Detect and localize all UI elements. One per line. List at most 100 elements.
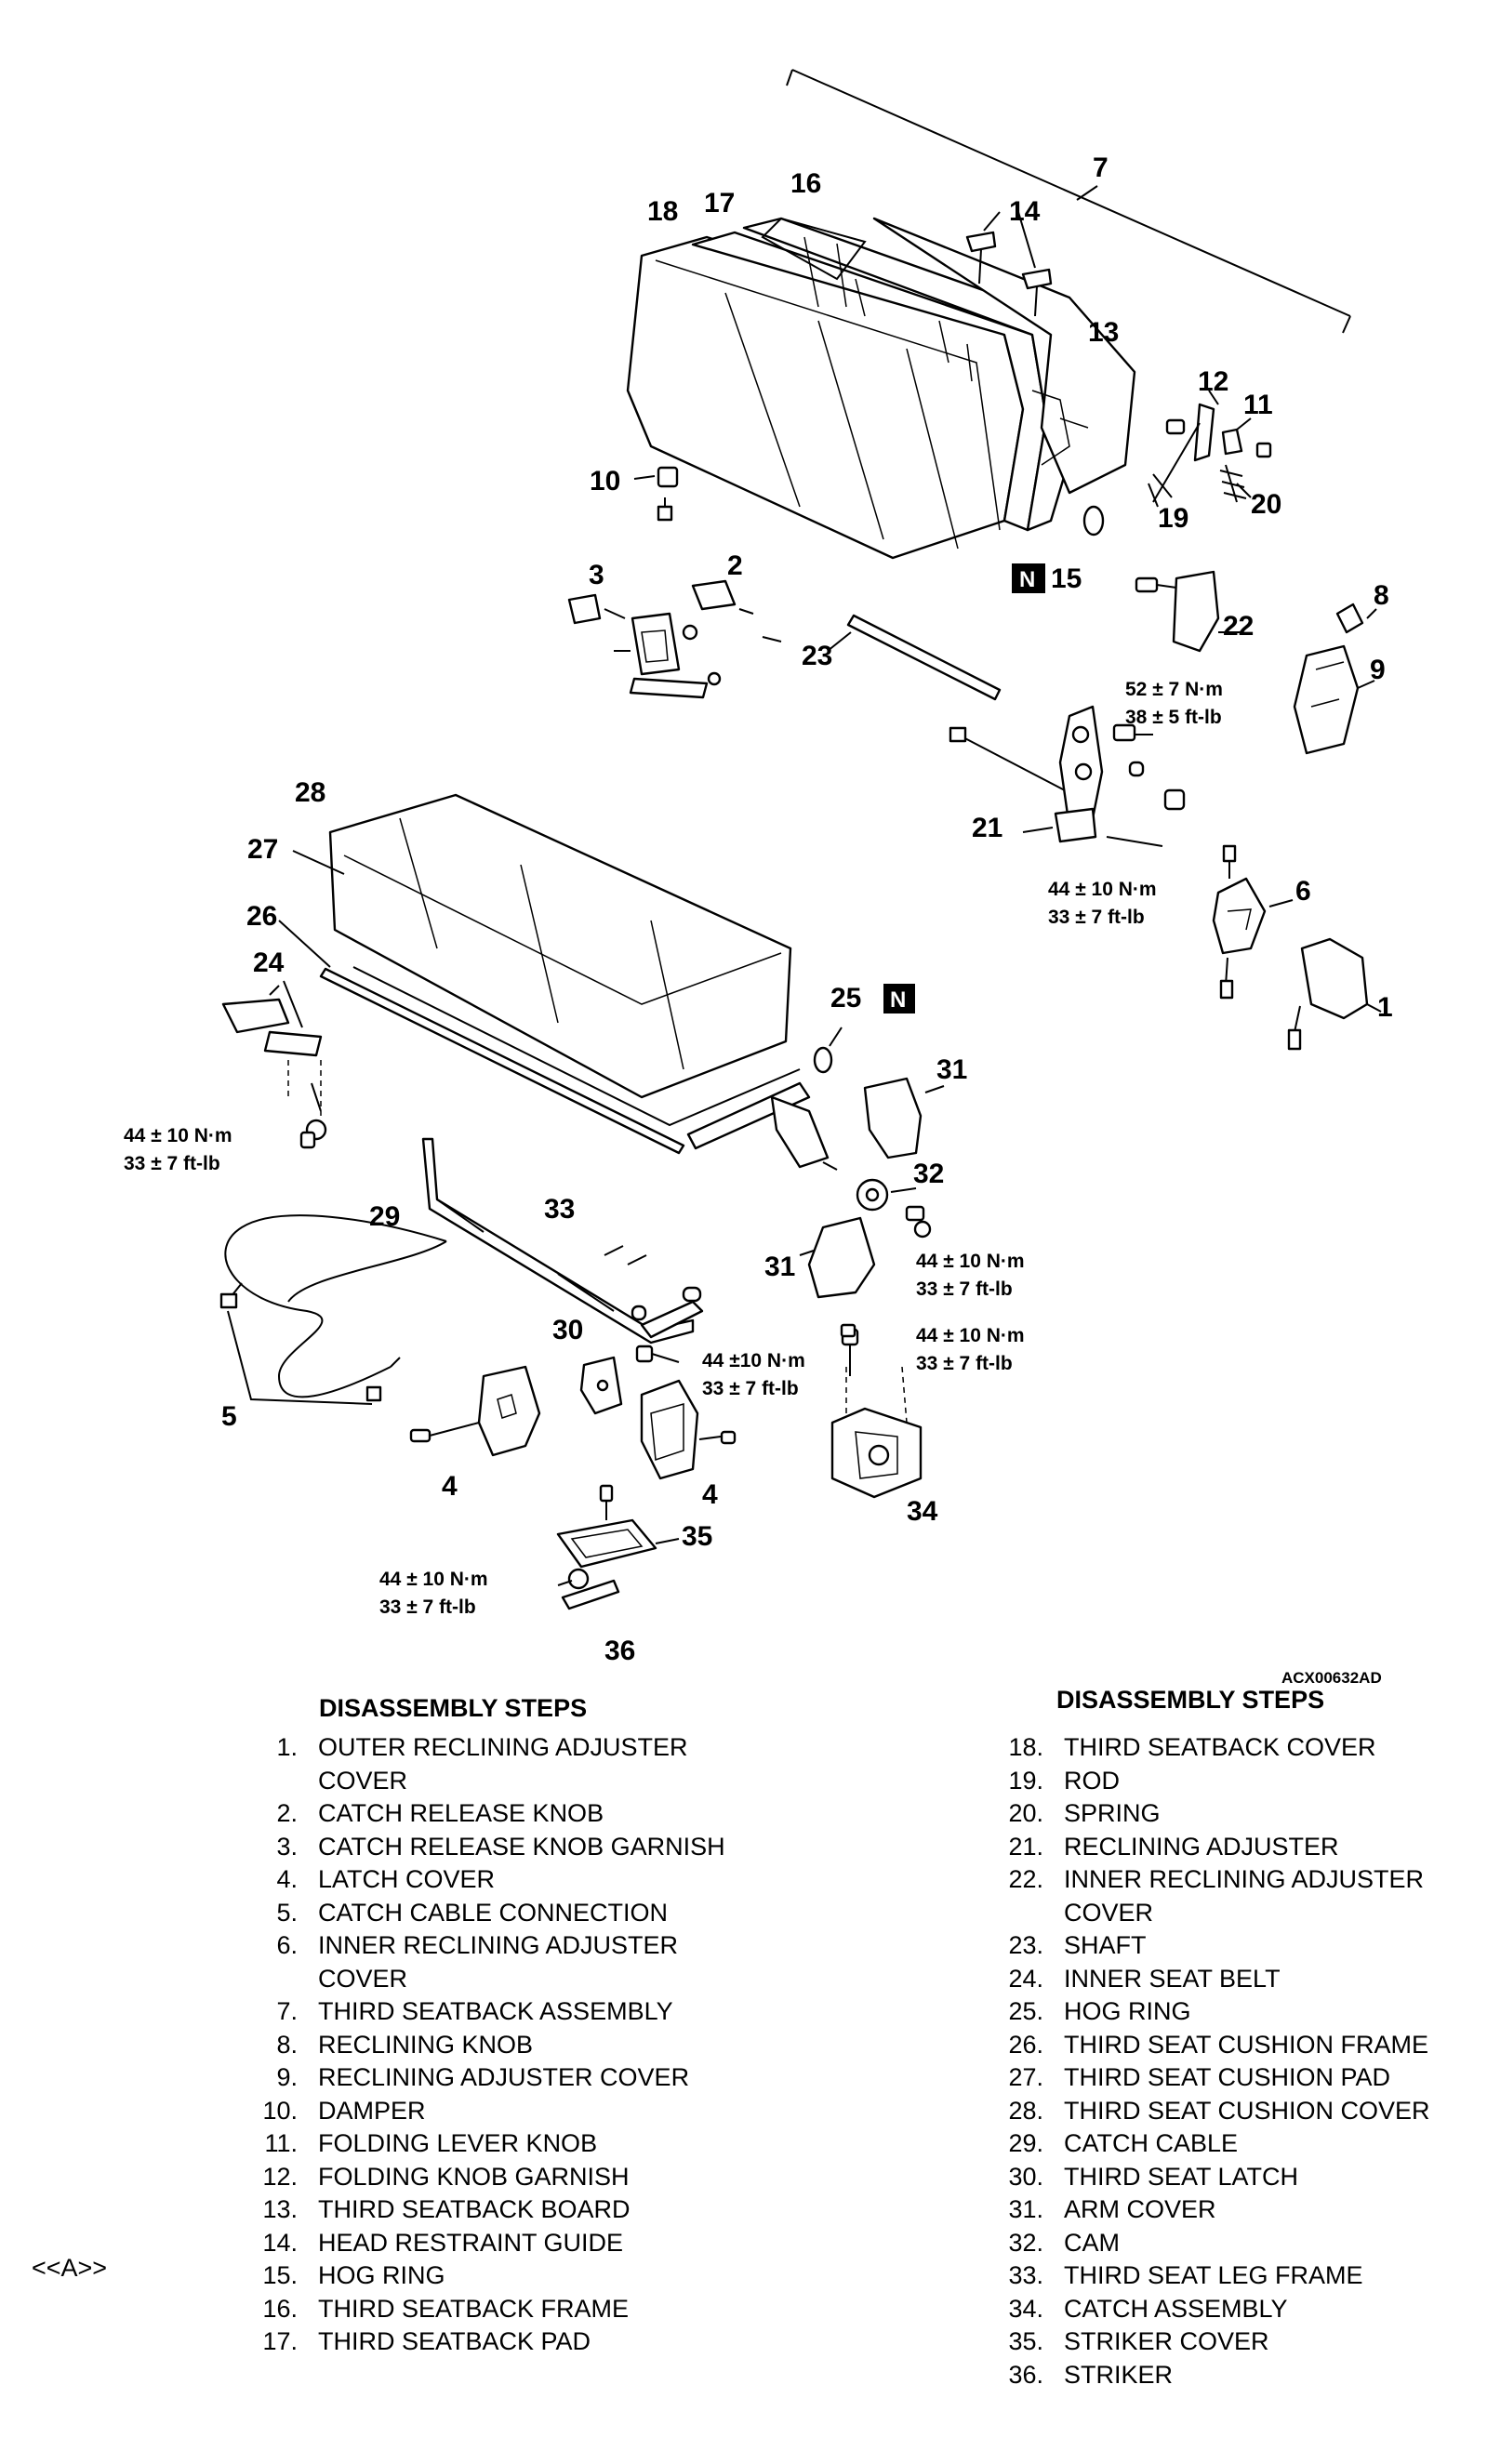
figure-code: ACX00632AD <box>1281 1669 1382 1687</box>
step-number: 8. <box>276 2030 298 2059</box>
step-number: 35. <box>1008 2327 1043 2355</box>
step-text: LATCH COVER <box>318 1865 496 1893</box>
third-seatback-board <box>872 217 1136 495</box>
disassembly-step: 6. INNER RECLINING ADJUSTER COVER <box>242 1929 763 1995</box>
step-text: STRIKER COVER <box>1064 2327 1269 2355</box>
disassembly-step: 9. RECLINING ADJUSTER COVER <box>242 2061 763 2095</box>
step-number: 23. <box>1008 1931 1043 1959</box>
disassembly-step: 31.ARM COVER <box>988 2193 1480 2227</box>
step-text: INNER RECLINING ADJUSTER COVER <box>318 1931 679 1993</box>
disassembly-step: 20.SPRING <box>988 1797 1480 1831</box>
step-number: 10. <box>262 2096 298 2125</box>
callout-12: 12 <box>1198 366 1228 397</box>
callout-9: 9 <box>1370 655 1386 685</box>
torque-5-nm: 44 ± 10 N·m <box>916 1325 1025 1346</box>
disassembly-step: 13.THIRD SEATBACK BOARD <box>242 2193 763 2227</box>
third-seatback-frame <box>761 217 973 382</box>
disassembly-step: 33.THIRD SEAT LEG FRAME <box>988 2259 1480 2293</box>
reclining-adjuster-covers <box>1135 570 1377 755</box>
third-seat-latch <box>579 1345 680 1415</box>
step-number: 32. <box>1008 2228 1043 2257</box>
latch-cover-left <box>409 1365 541 1457</box>
callout-29: 29 <box>369 1201 400 1232</box>
step-number: 34. <box>1008 2294 1043 2323</box>
callout-31-lower: 31 <box>764 1252 795 1282</box>
step-number: 21. <box>1008 1832 1043 1861</box>
step-number: 6. <box>276 1931 298 1959</box>
disassembly-step: 35. STRIKER COVER <box>988 2325 1480 2359</box>
step-number: 9. <box>276 2063 298 2091</box>
torque-7-nm: 44 ± 10 N·m <box>379 1569 488 1590</box>
step-text: RECLINING KNOB <box>318 2030 534 2059</box>
callout-30: 30 <box>552 1315 583 1345</box>
callout-4-left: 4 <box>442 1471 458 1502</box>
catch-assembly <box>830 1366 923 1499</box>
disassembly-step: 24.INNER SEAT BELT <box>988 1963 1480 1996</box>
disassembly-step: 12.FOLDING KNOB GARNISH <box>242 2161 763 2194</box>
step-text: THIRD SEAT CUSHION COVER <box>1064 2096 1430 2125</box>
disassembly-step: 17.THIRD SEATBACK PAD <box>242 2325 763 2359</box>
note-marker: <<A>> <box>32 2254 108 2282</box>
callout-34: 34 <box>907 1496 938 1527</box>
hog-ring-25: N <box>813 984 915 1074</box>
callout-32: 32 <box>913 1159 944 1189</box>
step-text: CATCH CABLE <box>1064 2129 1239 2157</box>
torque-annotations: 52 ± 7 N·m 38 ± 5 ft-lb 44 ± 10 N·m 33 ±… <box>124 679 1223 1618</box>
disassembly-step: 19.ROD <box>988 1765 1480 1798</box>
torque-1-ftlb: 38 ± 5 ft-lb <box>1125 707 1222 728</box>
step-number: 7. <box>276 1997 298 2025</box>
callout-18: 18 <box>647 196 678 227</box>
step-text: RECLINING ADJUSTER <box>1064 1832 1339 1861</box>
callout-20: 20 <box>1251 489 1281 520</box>
callout-3: 3 <box>589 560 604 590</box>
step-text: CAM <box>1064 2228 1120 2257</box>
callout-21: 21 <box>972 813 1002 843</box>
step-text: SPRING <box>1064 1799 1161 1827</box>
callout-27: 27 <box>247 834 278 865</box>
callout-11: 11 <box>1243 390 1273 420</box>
callout-8: 8 <box>1374 580 1389 611</box>
shaft <box>827 614 1002 701</box>
torque-1-nm: 52 ± 7 N·m <box>1125 679 1223 700</box>
torque-3-nm: 44 ± 10 N·m <box>124 1125 232 1146</box>
callout-2: 2 <box>727 550 743 581</box>
callout-13: 13 <box>1088 317 1119 348</box>
step-number: 30. <box>1008 2162 1043 2191</box>
new-part-mark-25: N <box>890 987 906 1013</box>
callout-14: 14 <box>1009 196 1041 227</box>
exploded-parts-diagram: N <box>124 69 1393 1687</box>
step-number: 2. <box>276 1799 298 1827</box>
striker-cover <box>556 1484 680 1569</box>
step-number: 17. <box>262 2327 298 2355</box>
callout-36: 36 <box>604 1636 635 1666</box>
step-text: THIRD SEATBACK ASSEMBLY <box>318 1997 673 2025</box>
callout-17: 17 <box>704 188 735 219</box>
torque-4-ftlb: 33 ± 7 ft-lb <box>916 1278 1013 1300</box>
head-restraint-guides <box>965 211 1053 317</box>
step-text: THIRD SEATBACK FRAME <box>318 2294 630 2323</box>
step-number: 3. <box>276 1832 298 1861</box>
step-text: ROD <box>1064 1766 1120 1795</box>
disassembly-step: 18.THIRD SEATBACK COVER <box>988 1731 1480 1765</box>
step-text: THIRD SEATBACK COVER <box>1064 1733 1376 1761</box>
step-text: INNER SEAT BELT <box>1064 1964 1281 1993</box>
callout-6: 6 <box>1295 876 1311 907</box>
step-number: 31. <box>1008 2195 1043 2223</box>
third-seat-cushion <box>278 793 838 1171</box>
disassembly-step: 4.LATCH COVER <box>242 1863 763 1897</box>
step-text: RECLINING ADJUSTER COVER <box>318 2063 690 2091</box>
callout-10: 10 <box>590 466 620 497</box>
callout-24: 24 <box>253 947 285 978</box>
damper <box>633 466 679 522</box>
disassembly-step: 21. RECLINING ADJUSTER <box>988 1831 1480 1864</box>
disassembly-step: 34.CATCH ASSEMBLY <box>988 2293 1480 2326</box>
folding-lever-parts <box>1148 390 1272 508</box>
disassembly-step: 25.HOG RING <box>988 1995 1480 2029</box>
torque-2-nm: 44 ± 10 N·m <box>1048 879 1157 900</box>
disassembly-step: 5.CATCH CABLE CONNECTION <box>242 1897 763 1930</box>
latch-cover-right <box>640 1379 737 1480</box>
step-number: 11. <box>264 2129 298 2157</box>
torque-5-ftlb: 33 ± 7 ft-lb <box>916 1353 1013 1374</box>
disassembly-step: 15.HOG RING <box>242 2259 763 2293</box>
callout-23: 23 <box>802 641 832 671</box>
